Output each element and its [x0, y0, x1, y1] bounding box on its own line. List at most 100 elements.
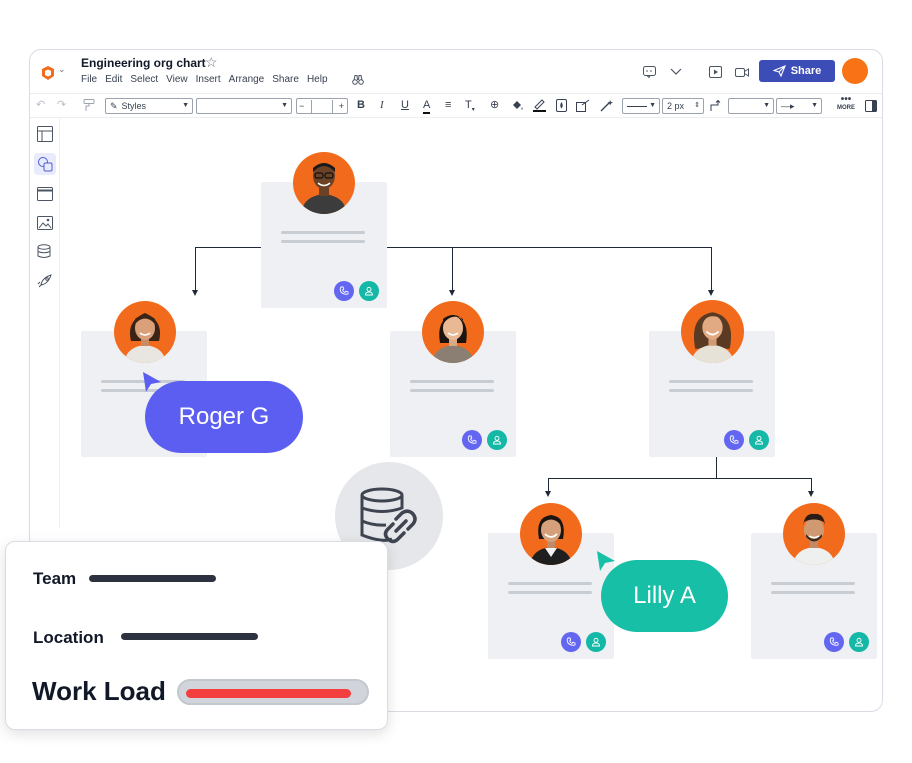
redo-icon[interactable]: ↷: [57, 99, 67, 111]
line-style-select[interactable]: ▼: [622, 98, 660, 114]
node-title-line: [410, 389, 494, 392]
layout-icon: [37, 126, 53, 142]
sidebar-layout-button[interactable]: [34, 123, 56, 145]
person-portrait-icon: [432, 315, 474, 363]
font-select-caret-icon: ▼: [281, 102, 288, 109]
connector-right-down: [716, 457, 717, 479]
italic-icon[interactable]: I: [380, 99, 384, 111]
menu-file[interactable]: File: [81, 74, 98, 85]
frame-icon: [37, 187, 53, 201]
document-title[interactable]: Engineering org chart: [81, 56, 206, 70]
collaborator-tag-roger: Roger G: [145, 381, 303, 453]
node-name-line: [281, 231, 365, 234]
menu-arrange[interactable]: Arrange: [228, 74, 265, 85]
chevron-down-icon[interactable]: [670, 68, 682, 76]
connector-type-icon[interactable]: [710, 100, 722, 112]
position-icon[interactable]: ⊕: [490, 99, 500, 111]
fill-bucket-icon[interactable]: [511, 99, 524, 112]
effects-icon[interactable]: [576, 99, 590, 112]
font-size-decrease-icon[interactable]: −: [299, 101, 305, 111]
text-color-icon[interactable]: A: [423, 98, 431, 114]
share-button[interactable]: Share: [759, 60, 835, 82]
font-size-increase-icon[interactable]: +: [338, 101, 344, 111]
location-label: Location: [33, 628, 104, 647]
phone-button[interactable]: [462, 430, 482, 450]
person-portrait-icon: [301, 163, 347, 214]
font-size-stepper[interactable]: − +: [296, 98, 348, 114]
profile-button[interactable]: [849, 632, 869, 652]
style-select-value: Styles: [121, 101, 147, 111]
workload-label: Work Load: [32, 676, 166, 706]
connector-arrow-bottom-right: [808, 491, 814, 497]
phone-button[interactable]: [824, 632, 844, 652]
profile-button[interactable]: [749, 430, 769, 450]
line-start-caret-icon: ▼: [763, 102, 770, 109]
phone-button[interactable]: [561, 632, 581, 652]
opacity-icon[interactable]: [556, 99, 567, 112]
left-sidebar: [30, 118, 60, 528]
person-portrait-icon: [124, 313, 166, 363]
line-style-caret-icon: ▼: [649, 102, 656, 109]
sidebar-data-button[interactable]: [34, 241, 56, 263]
style-select-caret-icon: ▼: [182, 102, 189, 109]
image-icon: [37, 216, 53, 230]
text-options-icon[interactable]: T▾: [465, 99, 475, 114]
format-painter-icon[interactable]: [83, 99, 95, 112]
employee-info-panel: Team Location Work Load: [5, 541, 388, 730]
cursor-arrow-roger-icon: [143, 372, 161, 392]
star-icon[interactable]: ☆: [205, 54, 218, 70]
menu-insert[interactable]: Insert: [195, 74, 221, 85]
side-panel-icon[interactable]: [865, 100, 877, 112]
connector-arrow-middle: [449, 290, 455, 296]
app-logo-icon[interactable]: [40, 65, 56, 81]
bold-icon[interactable]: B: [357, 99, 365, 111]
line-color-icon[interactable]: [533, 98, 546, 112]
profile-button[interactable]: [487, 430, 507, 450]
profile-button[interactable]: [586, 632, 606, 652]
undo-icon[interactable]: ↶: [36, 99, 46, 111]
line-end-select[interactable]: —▸ ▼: [776, 98, 822, 114]
node-title-line: [101, 389, 185, 392]
sidebar-rocket-button[interactable]: [34, 270, 56, 292]
menu-bar: File Edit Select View Insert Arrange Sha…: [81, 74, 328, 85]
align-icon[interactable]: ≡: [445, 99, 452, 111]
user-avatar[interactable]: [842, 58, 868, 84]
video-icon[interactable]: [735, 67, 749, 78]
phone-button[interactable]: [334, 281, 354, 301]
sidebar-frame-button[interactable]: [34, 183, 56, 205]
menu-select[interactable]: Select: [130, 74, 159, 85]
phone-icon: [729, 435, 739, 444]
present-icon[interactable]: [709, 66, 722, 78]
font-select[interactable]: ▼: [196, 98, 292, 114]
avatar-right: [681, 300, 744, 363]
line-width-select[interactable]: 2 px ⇕: [662, 98, 704, 114]
team-label: Team: [33, 569, 77, 588]
magic-wand-icon[interactable]: [600, 99, 614, 112]
menu-edit[interactable]: Edit: [105, 74, 123, 85]
logo-chevron-down-icon[interactable]: ⌄: [58, 64, 66, 74]
menu-help[interactable]: Help: [306, 74, 328, 85]
binoculars-icon[interactable]: [352, 74, 364, 86]
underline-icon[interactable]: U: [401, 99, 409, 111]
phone-icon: [339, 286, 349, 295]
connector-to-middle: [452, 247, 453, 291]
menu-share[interactable]: Share: [272, 74, 299, 85]
shapes-icon: [38, 157, 53, 172]
share-button-label: Share: [790, 65, 822, 77]
phone-button[interactable]: [724, 430, 744, 450]
format-toolbar: ↶ ↷ ✎Styles ▼ ▼ − + B I U A ≡: [30, 94, 882, 118]
profile-button[interactable]: [359, 281, 379, 301]
menu-view[interactable]: View: [166, 74, 188, 85]
style-select[interactable]: ✎Styles ▼: [105, 98, 193, 114]
sidebar-image-button[interactable]: [34, 212, 56, 234]
font-size-value[interactable]: [311, 100, 333, 114]
sidebar-shapes-button[interactable]: [34, 153, 56, 175]
avatar-bottom-right: [783, 503, 845, 565]
line-width-value: 2 px: [667, 101, 685, 111]
connector-to-bottom-right: [811, 478, 812, 492]
comment-icon[interactable]: [643, 66, 656, 78]
more-button[interactable]: ••• MORE: [837, 95, 855, 112]
collaborator-tag-lilly: Lilly A: [601, 560, 728, 632]
line-start-select[interactable]: ▼: [728, 98, 774, 114]
